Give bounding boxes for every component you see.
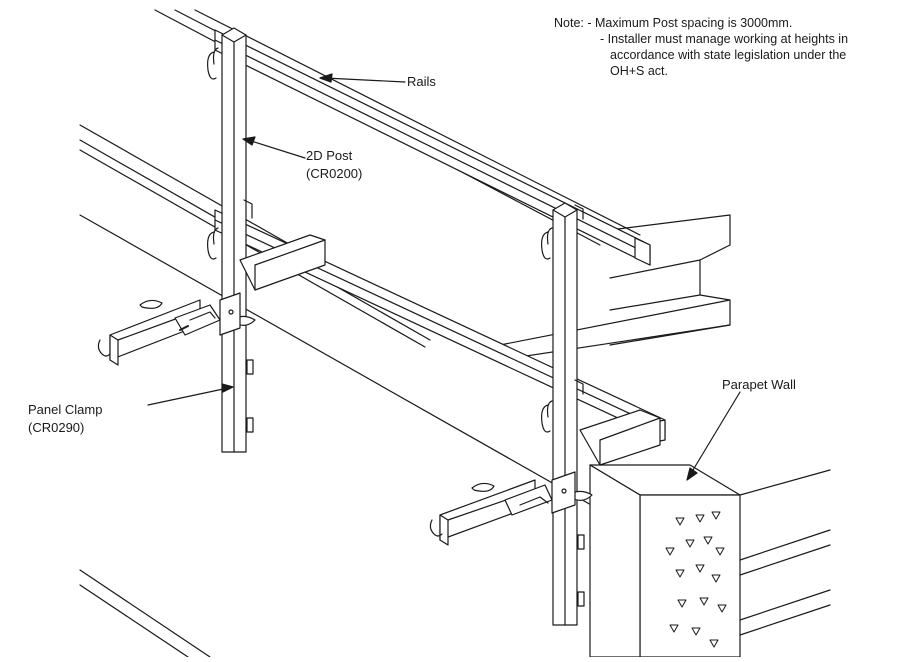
rail-brackets bbox=[208, 48, 583, 432]
note-item-3: accordance with state legislation under … bbox=[610, 48, 847, 62]
note-heading: Note: bbox=[554, 16, 584, 30]
note-item-4: OH+S act. bbox=[610, 64, 669, 78]
callout-clamp-name: Panel Clamp bbox=[28, 402, 103, 417]
note-item-1: - Maximum Post spacing is 3000mm. bbox=[587, 16, 793, 30]
note-item-2: - Installer must manage working at heigh… bbox=[600, 32, 849, 46]
parapet-wall bbox=[590, 465, 830, 657]
post-right bbox=[553, 203, 584, 625]
panel-clamp-left bbox=[98, 235, 325, 365]
callout-post-code: (CR0200) bbox=[306, 166, 363, 181]
callout-clamp-code: (CR0290) bbox=[28, 420, 85, 435]
callout-rails: Rails bbox=[407, 74, 436, 89]
callout-post-name: 2D Post bbox=[306, 148, 353, 163]
callout-arrows bbox=[148, 74, 740, 480]
i-beam bbox=[500, 215, 730, 360]
panel-clamp-right bbox=[430, 410, 660, 545]
wall-texture-triangles bbox=[666, 512, 726, 647]
installation-notes: Note: - Maximum Post spacing is 3000mm. … bbox=[554, 15, 848, 79]
callout-parapet-wall: Parapet Wall bbox=[722, 377, 796, 392]
note-line-1: Note: - Maximum Post spacing is 3000mm. bbox=[554, 15, 848, 31]
